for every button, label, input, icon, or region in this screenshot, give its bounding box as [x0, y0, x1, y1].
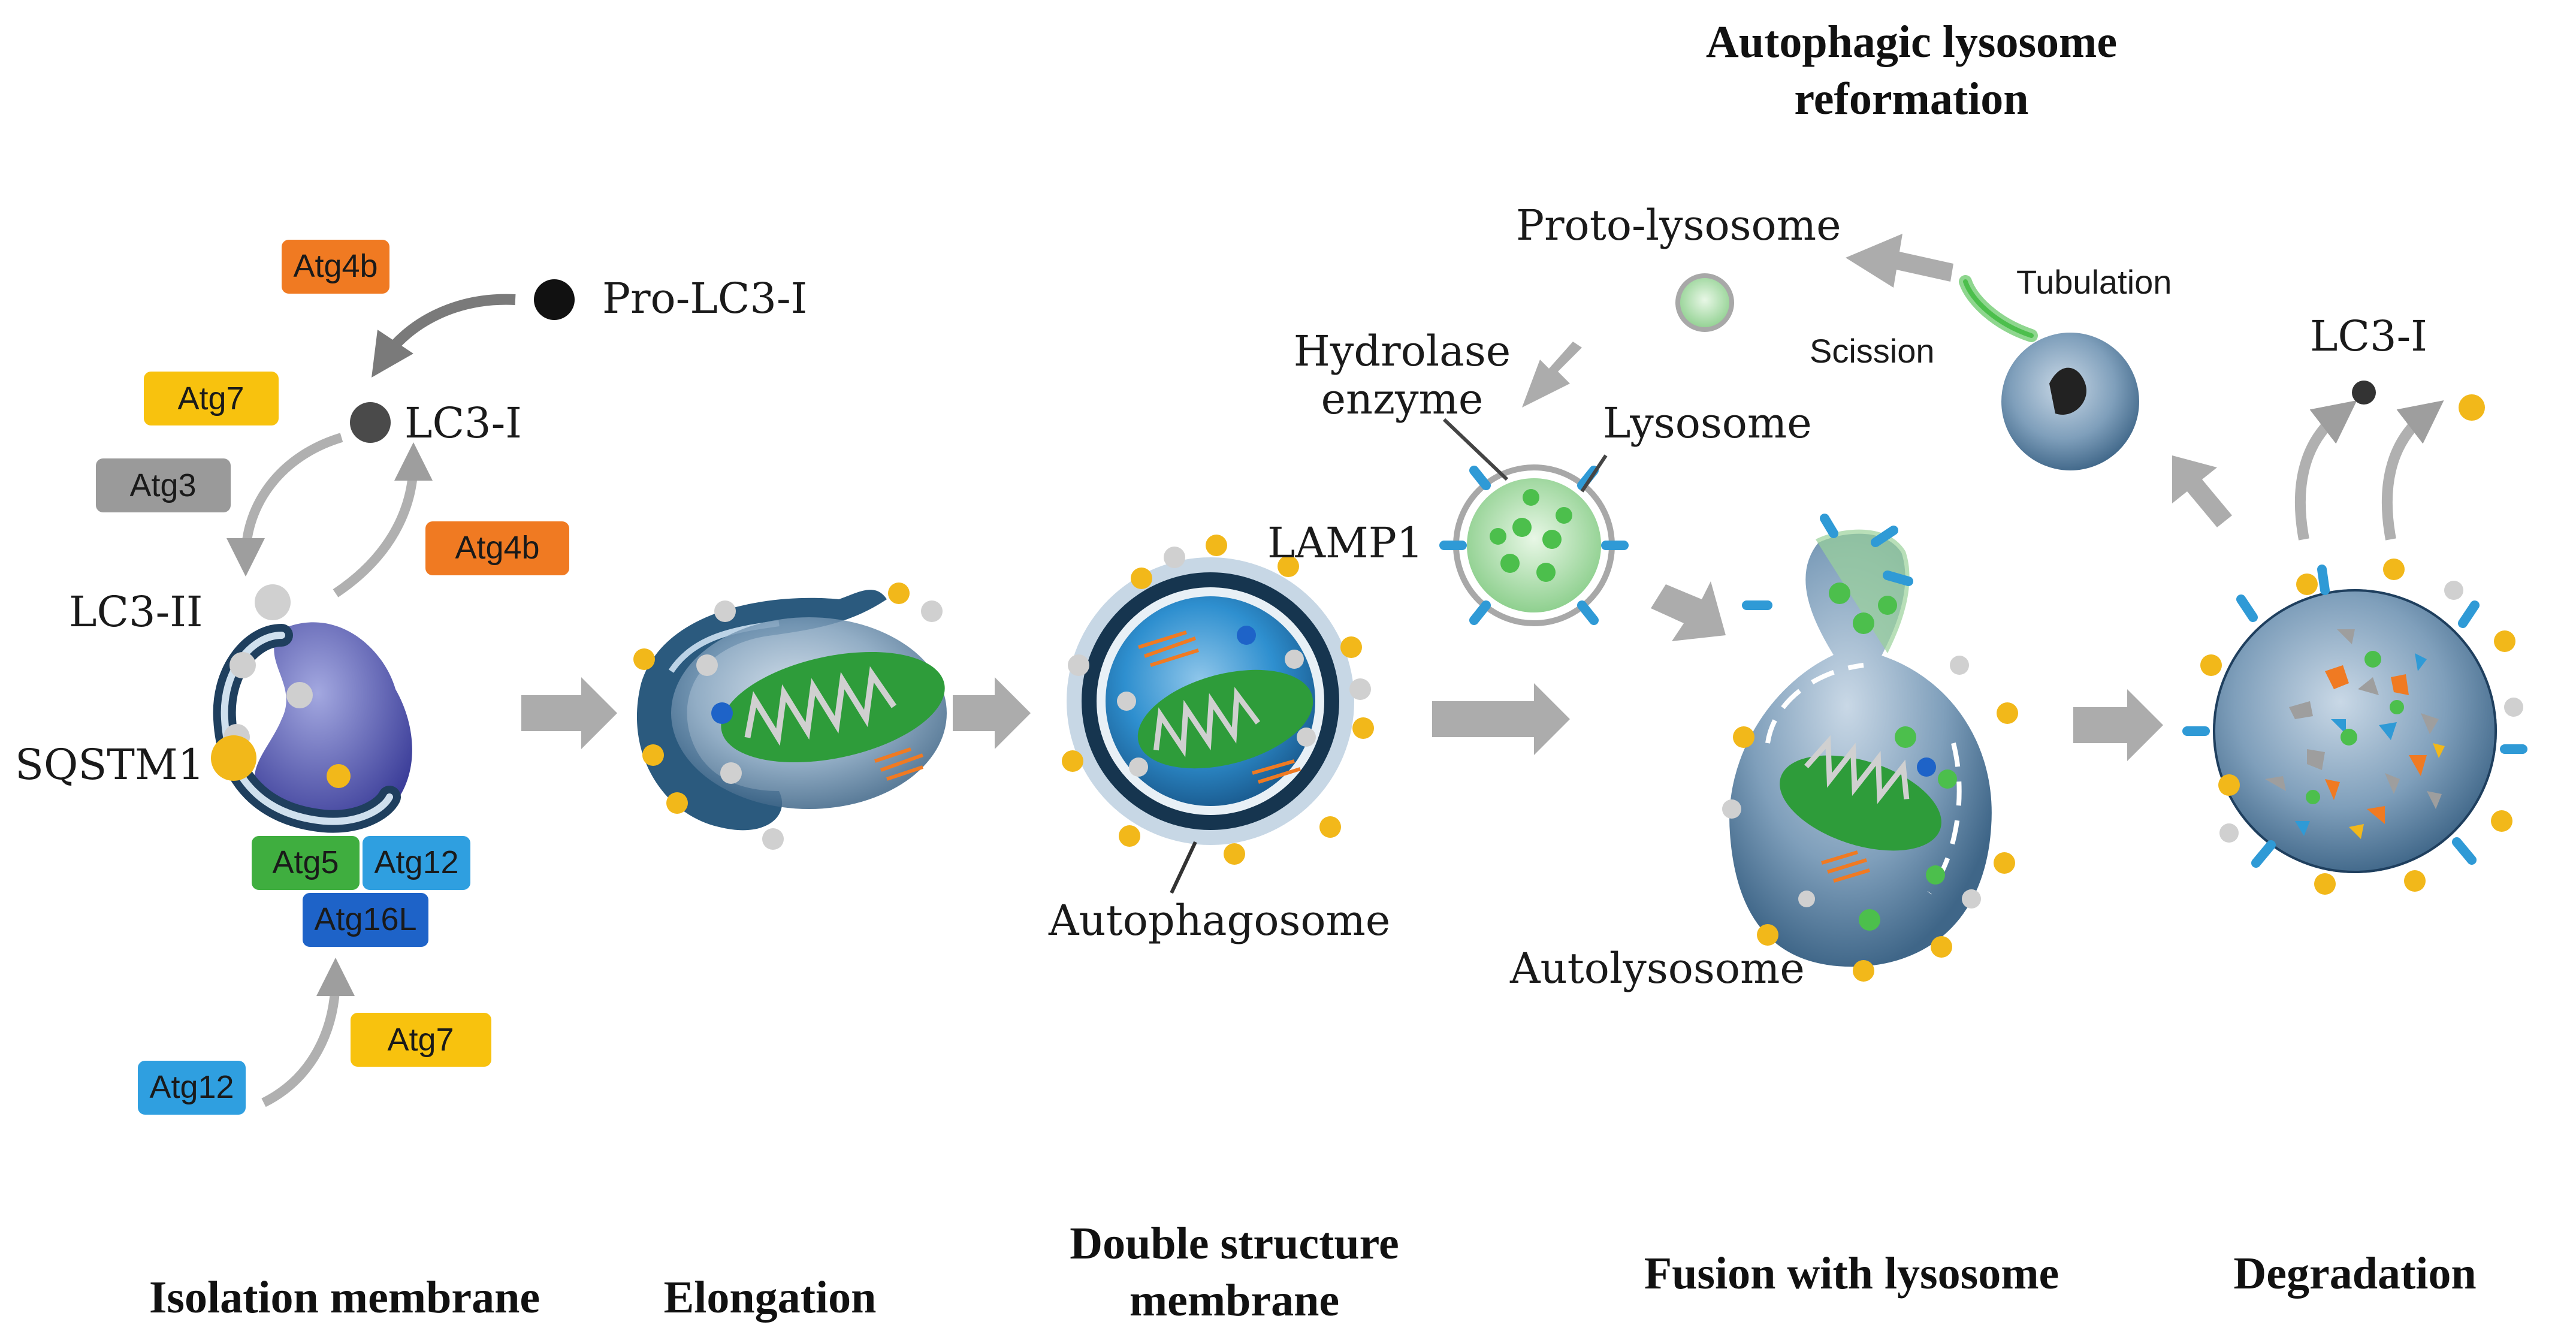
autolysosome-label: Autolysosome: [1509, 944, 1805, 993]
step-arrow-1: [521, 677, 617, 749]
atg16l-label: Atg16L: [314, 901, 416, 937]
stage-title-degradation: Degradation: [2233, 1248, 2476, 1299]
atg4b-mid-chip: [425, 521, 569, 575]
step-arrow-2: [953, 677, 1031, 749]
step-arrow-4: [2073, 689, 2163, 761]
stage-title-double-line2: membrane: [1130, 1275, 1339, 1326]
delipidation-arrow: [333, 442, 433, 597]
atg4b-top-label: Atg4b: [293, 248, 378, 284]
stage-title-double-line1: Double structure: [1070, 1218, 1399, 1269]
released-lc3-i-dot: [2352, 381, 2376, 405]
atg5-label: Atg5: [272, 844, 339, 880]
lc3-i-dot: [350, 402, 391, 443]
proto-lysosome-label: Proto-lysosome: [1516, 201, 1841, 250]
pro-lc3-i-dot: [534, 279, 575, 320]
lysosome-label: Lysosome: [1603, 399, 1812, 448]
pro-lc3-i-label: Pro-LC3-I: [602, 274, 807, 323]
step-arrow-hydrolase: [1522, 342, 1582, 408]
lipidation-arrow: [227, 433, 343, 577]
proto-lysosome-vesicle: [1675, 273, 1734, 332]
atg12-free-label: Atg12: [149, 1069, 234, 1105]
atg7-bottom-chip: [351, 1013, 491, 1067]
atg7-bottom-label: Atg7: [387, 1022, 454, 1058]
released-sqstm1-dot: [2459, 394, 2485, 421]
lc3-i-released-label: LC3-I: [2310, 312, 2427, 361]
tubulation-label: Tubulation: [2016, 263, 2172, 301]
lysosome-structure: [1439, 418, 1629, 626]
step-arrow-lysosome-in: [1651, 581, 1726, 641]
autolysosome-structure: [1721, 514, 2018, 982]
tubulating-lysosome: [1959, 275, 2145, 476]
atg3-label: Atg3: [129, 467, 196, 503]
atg3-chip: [96, 458, 231, 512]
atg7-top-chip: [144, 372, 279, 425]
lc3-i-label: LC3-I: [404, 399, 522, 448]
atg5-chip: [252, 836, 360, 890]
autophagosome-label: Autophagosome: [1048, 896, 1390, 945]
degradation-structure: [2182, 559, 2527, 895]
atg4b-mid-label: Atg4b: [455, 530, 539, 566]
isolation-membrane: [211, 584, 412, 833]
stage-title-isolation: Isolation membrane: [149, 1272, 540, 1323]
step-arrows: [521, 234, 2232, 761]
release-arrow-sqstm1: [2381, 400, 2444, 541]
sqstm1-label: SQSTM1: [15, 740, 204, 789]
hydrolase-label-line1: Hydrolase: [1294, 327, 1511, 376]
lc3-ii-label: LC3-II: [69, 587, 203, 636]
alr-title-line1: Autophagic lysosome: [1706, 17, 2117, 67]
elongation-structure: [633, 583, 947, 850]
lamp1-label: LAMP1: [1267, 518, 1423, 568]
stage-title-elongation: Elongation: [664, 1272, 877, 1323]
release-arrow-lc3: [2294, 400, 2357, 541]
atg12-free-chip: [138, 1061, 246, 1115]
atg7-top-label: Atg7: [177, 381, 244, 417]
atg12-complex-label: Atg12: [374, 844, 458, 880]
stage-title-fusion: Fusion with lysosome: [1644, 1248, 2059, 1299]
conjugation-arrow: [261, 958, 355, 1107]
atg12-complex-chip: [363, 836, 470, 890]
atg16l-chip: [303, 893, 428, 947]
step-arrow-reform: [2172, 455, 2232, 527]
hydrolase-label-line2: enzyme: [1321, 375, 1484, 424]
step-arrow-proto: [1846, 234, 1953, 288]
cleavage-arrow: [372, 294, 516, 378]
alr-title-line2: reformation: [1794, 74, 2028, 124]
step-arrow-3: [1432, 683, 1570, 755]
autophagosome-structure: [1062, 535, 1374, 894]
atg4b-top-chip: [282, 240, 389, 294]
scission-label: Scission: [1810, 332, 1935, 370]
